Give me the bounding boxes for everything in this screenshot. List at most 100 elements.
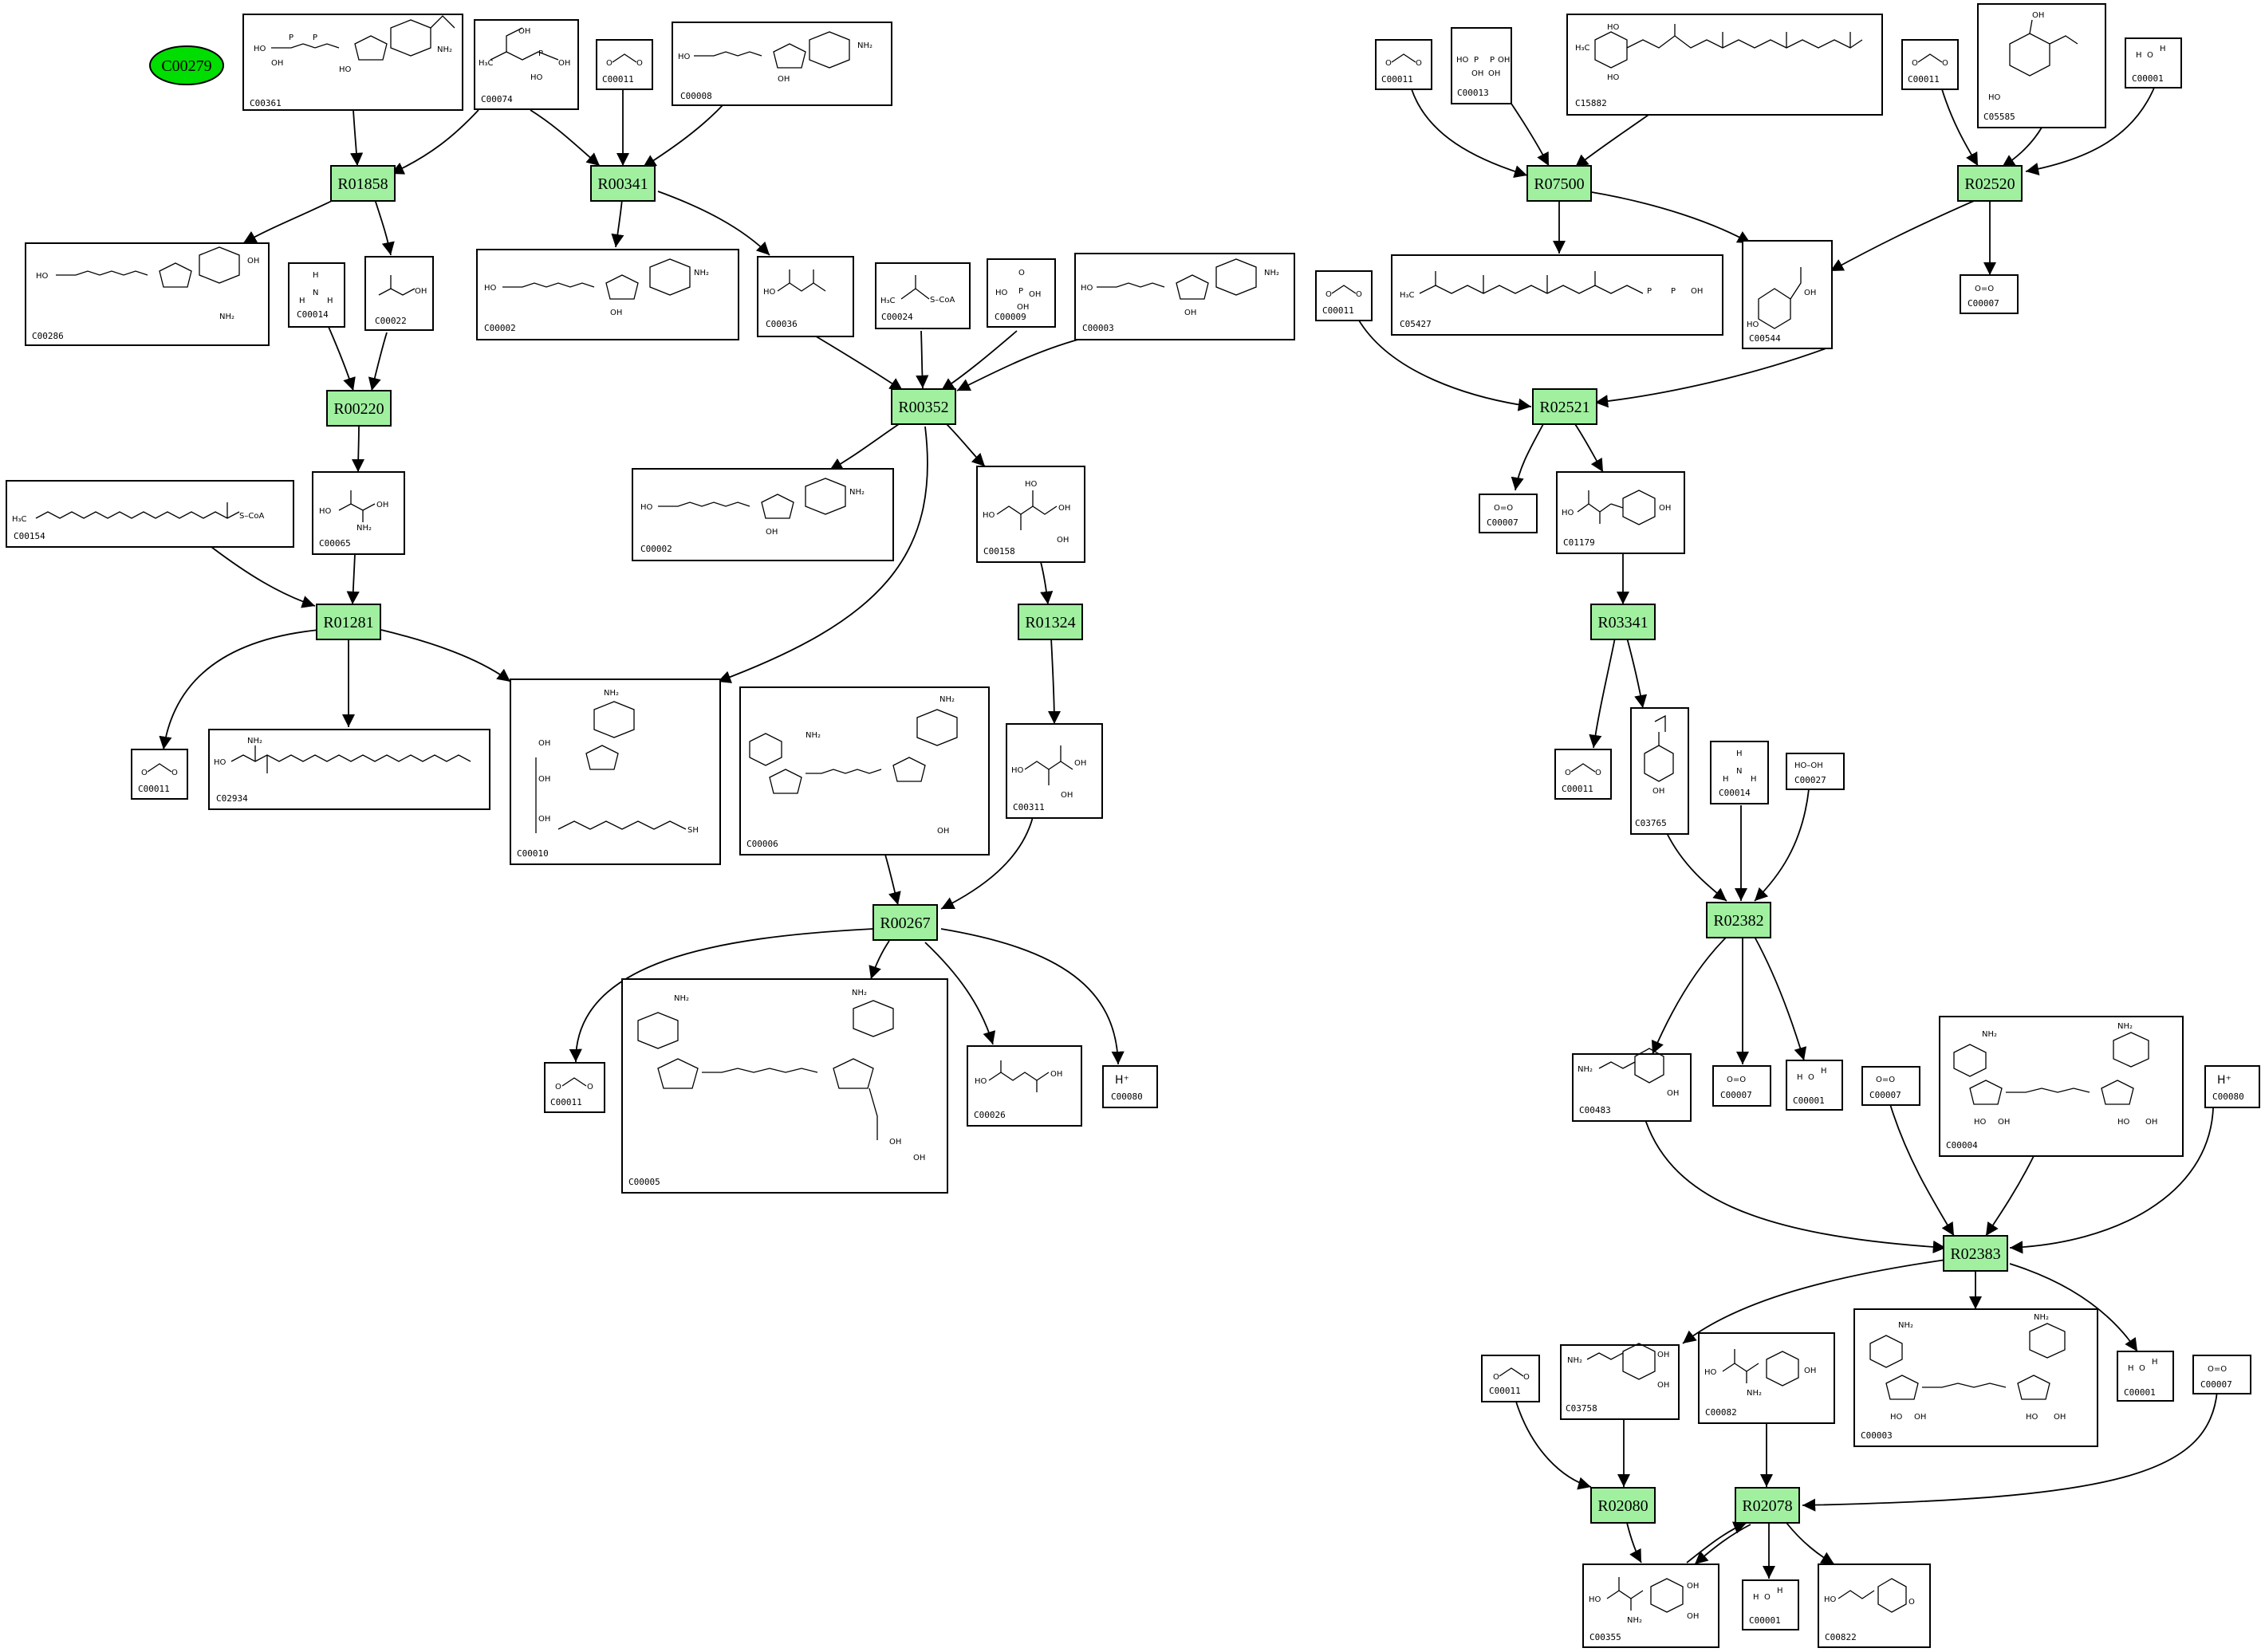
compound-c00007-d[interactable]: O=O C00007 — [1861, 1066, 1920, 1106]
atom-label: OH — [518, 27, 530, 36]
compound-label: C00005 — [628, 1177, 660, 1187]
compound-label: C00361 — [250, 98, 282, 108]
compound-c15882[interactable]: HO H₃C HO C15882 — [1566, 14, 1883, 116]
reaction-r01858[interactable]: R01858 — [330, 165, 396, 202]
reaction-r02080[interactable]: R02080 — [1590, 1487, 1656, 1524]
compound-c00080-a[interactable]: H⁺ C00080 — [1102, 1065, 1158, 1108]
compound-c00483[interactable]: NH₂ OH C00483 — [1572, 1048, 1692, 1122]
edge — [1682, 1259, 1947, 1344]
edge — [242, 199, 336, 244]
compound-label: C00007 — [1720, 1090, 1752, 1100]
structure-c00009: O HO P OH OH — [995, 269, 1041, 312]
seed-compound-label: C00279 — [161, 57, 211, 75]
compound-c00011-c[interactable]: O O C00011 — [544, 1062, 605, 1113]
compound-c00011-g[interactable]: O O C00011 — [1554, 749, 1612, 800]
compound-c00009[interactable]: O HO P OH OH C00009 — [987, 258, 1056, 328]
reaction-label: R02078 — [1742, 1497, 1792, 1515]
compound-c00822[interactable]: HO O C00822 — [1818, 1564, 1931, 1648]
compound-c00361[interactable]: HO P P OH HO NH₂ C00361 — [242, 14, 463, 111]
compound-c00002-b[interactable]: HO NH₂ OH C00002 — [632, 468, 894, 561]
reaction-label: R00352 — [898, 399, 948, 416]
proton-label: H⁺ — [2217, 1074, 2231, 1087]
compound-c00082[interactable]: HO NH₂ OH C00082 — [1698, 1332, 1835, 1424]
reaction-r02078[interactable]: R02078 — [1735, 1487, 1800, 1524]
compound-c00007-b[interactable]: O=O C00007 — [1479, 494, 1538, 533]
compound-c00014-a[interactable]: H N H H C00014 — [288, 262, 345, 328]
compound-c03765[interactable]: OH C03765 — [1630, 707, 1689, 835]
compound-c00005[interactable]: NH₂ NH₂ OH OH C00005 — [621, 978, 948, 1194]
atom-label: H — [1736, 749, 1743, 758]
compound-c00007-e[interactable]: O=O C00007 — [2192, 1355, 2251, 1394]
compound-c00026[interactable]: HO OH C00026 — [967, 1045, 1082, 1127]
reaction-r01281[interactable]: R01281 — [316, 604, 381, 640]
compound-c00007-c[interactable]: O=O C00007 — [1712, 1065, 1771, 1107]
atom-label: H — [1751, 775, 1757, 784]
compound-c03758[interactable]: NH₂ OH OH C03758 — [1560, 1343, 1680, 1420]
reaction-r02382[interactable]: R02382 — [1706, 902, 1771, 938]
compound-c00011-d[interactable]: O O C00011 — [1375, 39, 1432, 90]
reaction-r01324[interactable]: R01324 — [1018, 604, 1083, 640]
atom-label: NH₂ — [2034, 1313, 2049, 1322]
compound-c00065[interactable]: HO OH NH₂ C00065 — [312, 471, 405, 555]
compound-c00008[interactable]: HO NH₂ OH C00008 — [672, 22, 892, 106]
compound-c00024[interactable]: H₃C S–CoA C00024 — [875, 262, 971, 329]
atom-label: P — [1671, 287, 1676, 296]
compound-c00001-a[interactable]: O H H C00001 — [2125, 37, 2182, 88]
reaction-r00341[interactable]: R00341 — [590, 165, 656, 202]
compound-c00011-a[interactable]: O O C00011 — [596, 39, 653, 90]
compound-label: C00003 — [1082, 323, 1114, 333]
compound-c00286[interactable]: HO OH NH₂ C00286 — [25, 242, 270, 346]
reaction-r02521[interactable]: R02521 — [1532, 388, 1597, 425]
compound-c00154[interactable]: H₃C S–CoA C00154 — [6, 480, 294, 548]
edge — [1589, 637, 1616, 749]
compound-c00010[interactable]: NH₂ OH OH OH SH C00010 — [510, 678, 721, 865]
compound-c00027[interactable]: HO–OH C00027 — [1786, 753, 1845, 790]
compound-c00013[interactable]: HO P P OH OH OH C00013 — [1451, 27, 1512, 104]
compound-c00001-d[interactable]: O H H C00001 — [1742, 1579, 1799, 1630]
reaction-r03341[interactable]: R03341 — [1590, 604, 1656, 640]
compound-c00080-b[interactable]: H⁺ C00080 — [2204, 1065, 2260, 1108]
compound-c00544[interactable]: OH HO C00544 — [1742, 240, 1833, 349]
compound-c00355[interactable]: HO NH₂ OH OH C00355 — [1582, 1564, 1719, 1648]
compound-c00014-b[interactable]: H N H H C00014 — [1710, 741, 1769, 804]
atom-label: O — [1908, 1598, 1915, 1607]
reaction-r00220[interactable]: R00220 — [326, 390, 392, 427]
compound-c00022[interactable]: OH C00022 — [364, 256, 434, 331]
compound-c01179[interactable]: HO OH C01179 — [1556, 471, 1685, 554]
compound-c00011-e[interactable]: O O C00011 — [1901, 39, 1959, 90]
reaction-label: R01281 — [323, 614, 373, 631]
compound-c00004[interactable]: NH₂ NH₂ HO OH HO OH C00004 — [1939, 1016, 2184, 1157]
atom-label: S–CoA — [930, 296, 955, 305]
atom-label: H — [2160, 45, 2166, 53]
compound-c00001-c[interactable]: O H H C00001 — [2117, 1351, 2174, 1402]
edge — [884, 854, 901, 906]
compound-c00011-f[interactable]: O O C00011 — [1315, 270, 1373, 321]
compound-c05427[interactable]: H₃C P P OH C05427 — [1391, 254, 1723, 336]
compound-c00006[interactable]: NH₂ NH₂ OH C00006 — [739, 686, 990, 856]
atom-label: OH — [1017, 303, 1029, 312]
compound-c00007-a[interactable]: O=O C00007 — [1960, 274, 2019, 314]
reaction-r07500[interactable]: R07500 — [1526, 165, 1592, 202]
compound-label: C00544 — [1749, 333, 1781, 344]
compound-c00001-b[interactable]: O H H C00001 — [1786, 1060, 1843, 1111]
compound-c00158[interactable]: HO HO OH OH C00158 — [976, 466, 1085, 563]
edge — [916, 330, 929, 389]
compound-label: C00004 — [1946, 1140, 1978, 1150]
reaction-r02520[interactable]: R02520 — [1957, 165, 2023, 202]
atom-label: HO — [254, 45, 266, 53]
compound-c00036[interactable]: HO C00036 — [757, 256, 854, 337]
compound-c05585[interactable]: OH HO C05585 — [1977, 3, 2106, 128]
compound-c00074[interactable]: OH H₃C P OH HO C00074 — [474, 19, 579, 110]
reaction-r02383[interactable]: R02383 — [1943, 1235, 2008, 1272]
compound-c00311[interactable]: HO OH OH C00311 — [1006, 723, 1103, 819]
compound-c00003-a[interactable]: HO NH₂ OH C00003 — [1074, 253, 1295, 340]
compound-c00011-b[interactable]: O O C00011 — [131, 749, 188, 800]
compound-c00003-b[interactable]: NH₂ NH₂ HO OH HO OH C00003 — [1853, 1308, 2098, 1447]
structure-c00158: HO HO OH OH — [983, 480, 1070, 545]
reaction-r00267[interactable]: R00267 — [872, 904, 938, 941]
compound-c02934[interactable]: HO NH₂ C02934 — [208, 729, 490, 810]
compound-c00011-h[interactable]: O O C00011 — [1481, 1355, 1540, 1402]
compound-c00002-a[interactable]: HO NH₂ OH C00002 — [476, 249, 739, 340]
seed-compound-c00279[interactable]: C00279 — [149, 45, 224, 85]
reaction-r00352[interactable]: R00352 — [891, 388, 956, 425]
